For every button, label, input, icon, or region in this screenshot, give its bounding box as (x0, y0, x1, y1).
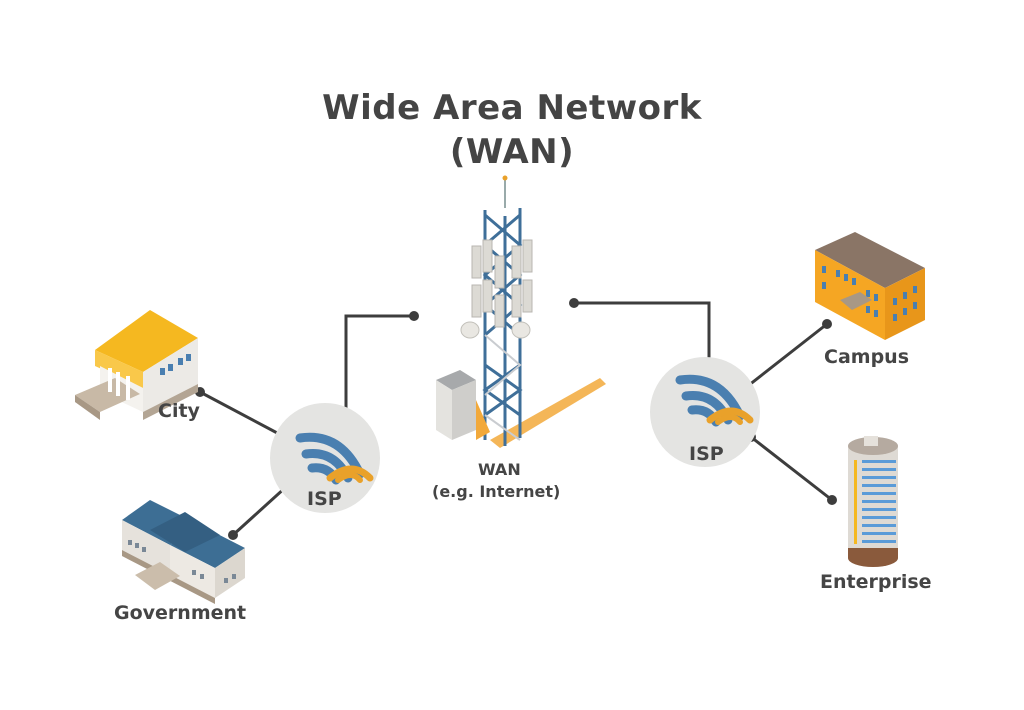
enterprise-label: Enterprise (820, 571, 932, 593)
connector-city-to-isp (199, 390, 282, 437)
left-isp-label: ISP (307, 488, 342, 510)
connector-wan-to-right-isp (574, 301, 711, 365)
wifi-icon (295, 432, 374, 485)
government-label: Government (114, 602, 247, 624)
connector-isp-to-campus (743, 322, 828, 391)
wan-sublabel: (e.g. Internet) (432, 482, 561, 501)
wifi-icon (675, 374, 754, 427)
city-label: City (158, 400, 200, 422)
connector-isp-to-enterprise (750, 435, 833, 502)
city-hall-building-icon (75, 310, 198, 420)
right-isp-hub (650, 357, 760, 467)
wan-label: WAN (478, 460, 521, 479)
diagram-title-line2: (WAN) (449, 132, 575, 172)
left-isp-hub (270, 403, 380, 513)
connector-left-isp-to-wan (344, 314, 414, 418)
diagram-title-line1: Wide Area Network (322, 88, 702, 128)
enterprise-tower-icon (848, 436, 898, 567)
right-isp-label: ISP (689, 443, 724, 465)
cell-tower-icon (436, 175, 606, 448)
campus-label: Campus (824, 346, 909, 368)
government-building-icon (122, 500, 245, 604)
campus-building-icon (815, 232, 925, 340)
